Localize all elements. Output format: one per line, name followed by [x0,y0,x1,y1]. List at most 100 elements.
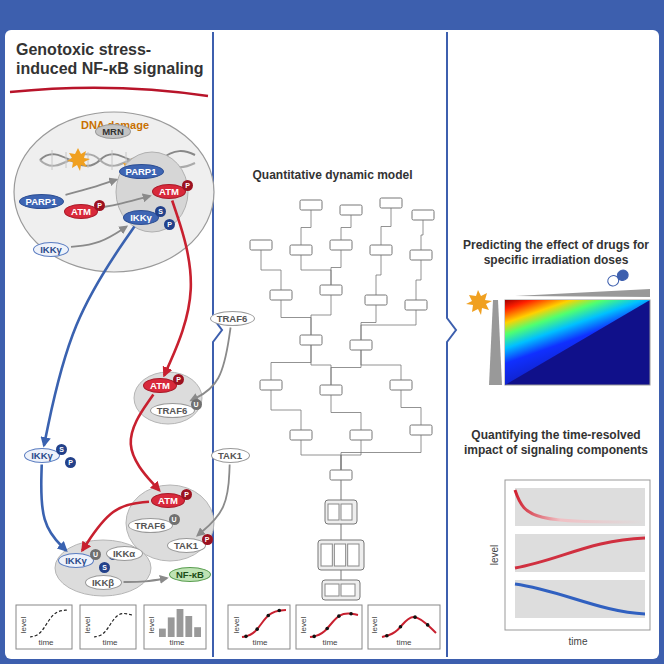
protein-node: IKKγUSP [58,553,94,568]
modification-badge: P [164,219,175,230]
model-wire [381,208,391,245]
protein-node: IKKγ [33,242,69,257]
bar [168,617,175,637]
protein-name: PARP1 [126,166,157,177]
model-wire [361,305,376,340]
impact-chart [505,480,650,630]
axis-label: time [38,638,53,647]
panel-divider [213,32,222,657]
curve [242,610,286,637]
protein-node: TRAF6U [150,403,195,418]
title-rule [10,88,208,96]
model-species [350,340,372,350]
model-species [365,295,387,305]
model-wire [271,345,311,380]
model-wire [311,345,331,385]
model-species [321,544,332,566]
signal-arrow [124,578,168,582]
complex [55,540,151,596]
curve [94,614,132,638]
model-species [348,544,359,566]
model-wire [376,255,381,295]
signal-arrow [100,196,150,208]
data-point [244,635,248,639]
model-species [290,245,312,255]
modification-badge: P [94,200,105,211]
model-species [270,290,292,300]
panel-title: Genotoxic stress-induced NF-κB signaling [16,40,210,78]
bar [159,629,166,637]
model-wire [341,215,351,240]
protein-name: ATM [159,186,179,197]
model-species [330,240,352,250]
protein-node: ATMP [64,204,98,219]
protein-name: MRN [102,126,124,137]
model-species [328,504,339,520]
protein-node: PARP1 [119,164,164,179]
model-wire [361,310,416,340]
model-species [405,300,427,310]
model-wire [361,350,401,380]
complex [116,152,188,232]
data-point [349,612,353,616]
signal-arrow [164,201,191,376]
model-wire [341,524,342,540]
model-species [410,425,432,435]
data-point [312,635,316,639]
protein-name: TRAF6 [217,313,248,324]
protein-name: IKKγ [130,212,152,223]
signal-arrow [41,465,66,551]
canvas [5,30,659,659]
model-species [341,584,355,596]
protein-node: ATMP [151,493,185,508]
data-point [277,609,281,613]
model-wire [331,350,361,385]
protein-name: TAK1 [218,450,242,461]
protein-name: PARP1 [26,196,57,207]
protein-name: IKKγ [65,555,87,566]
protein-node: TRAF6U [128,518,173,533]
curve [310,614,358,638]
model-wire [416,260,421,300]
data-point [267,614,271,618]
plot-frame [368,605,440,649]
nucleus [14,112,214,272]
modification-badge: P [65,457,76,468]
model-wire [301,440,341,470]
modification-badge: P [202,534,213,545]
model-wire [331,250,341,285]
model-species [320,385,342,395]
protein-node: ATMP [152,184,186,199]
plot-frame [228,605,290,649]
model-complex [318,540,364,570]
protein-name: ATM [71,206,91,217]
model-species [325,584,339,596]
model-wire [301,255,331,285]
signal-arrow [44,227,134,446]
axis-label: level [299,617,308,633]
axis-label: level [370,617,379,633]
axis-label: time [102,638,117,647]
protein-node: PARP1 [19,194,64,209]
curve [30,610,68,637]
protein-name: IKKβ [92,577,114,588]
model-species [380,198,402,208]
protein-name: TRAF6 [135,520,166,531]
panel-heading: Quantitative dynamic model [225,168,440,183]
curve [382,617,436,637]
modification-badge: S [155,206,166,217]
model-wire [281,300,311,335]
data-point [399,625,403,629]
model-species [334,544,345,566]
model-wire [341,440,361,470]
model-wire [331,395,361,430]
model-species [390,380,412,390]
protein-node: ATMP [143,378,177,393]
plot-frame [16,605,72,649]
model-wire [421,220,423,250]
protein-name: TAK1 [174,540,198,551]
data-point [255,627,259,631]
model-species [260,380,282,390]
axis-label: time [252,638,267,647]
model-species [350,430,372,440]
